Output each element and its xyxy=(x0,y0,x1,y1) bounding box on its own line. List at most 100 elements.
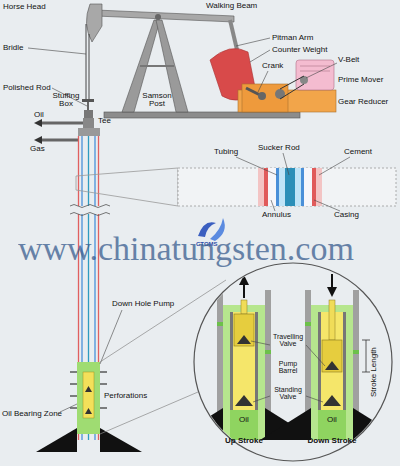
walking-beam xyxy=(96,10,234,22)
leader-line xyxy=(250,50,270,62)
leader-line xyxy=(236,157,277,175)
rock-formation xyxy=(353,408,400,440)
part-label: Pump Barrel xyxy=(270,360,306,375)
part-label: Cement xyxy=(344,148,372,156)
part-label: Stuffing Box xyxy=(48,92,84,109)
v-belt xyxy=(280,84,304,99)
part-label: Samson Post xyxy=(139,92,175,109)
motion-arrow xyxy=(331,274,333,289)
stroke-caption: Up Stroke xyxy=(214,437,274,445)
leader-line xyxy=(100,310,122,364)
v-belt xyxy=(280,76,304,89)
leader-line xyxy=(319,157,350,175)
plunger xyxy=(322,340,342,372)
motor-fin xyxy=(300,71,330,72)
flow-label: Gas xyxy=(30,145,45,153)
leader-line xyxy=(251,341,270,345)
part-label: Perforations xyxy=(104,392,147,400)
part-label: Walking Beam xyxy=(206,2,257,10)
dimension-label: Stroke Length xyxy=(370,347,378,397)
stroke-caption: Down Stroke xyxy=(302,437,362,445)
stroke-bracket xyxy=(362,340,370,341)
perforation xyxy=(70,383,77,384)
zoom-outline xyxy=(76,168,178,206)
perforation xyxy=(100,383,107,384)
up-stroke-pump xyxy=(172,275,316,440)
part-label: Casing xyxy=(334,211,359,219)
leader-line xyxy=(306,63,337,78)
part-label: Polished Rod xyxy=(3,84,51,92)
barrel-fluid xyxy=(233,312,255,410)
perforation xyxy=(305,322,311,326)
sucker-rod xyxy=(329,300,335,340)
perforation xyxy=(70,395,77,396)
leader-line xyxy=(28,48,86,54)
perforation xyxy=(100,371,107,372)
leader-line xyxy=(253,396,270,402)
down-stroke-pump xyxy=(260,274,400,440)
break-mark xyxy=(70,213,110,216)
fluid-stripe xyxy=(279,168,301,206)
perforation xyxy=(217,322,223,326)
bridle-cable xyxy=(86,24,87,100)
flow-label: Oil xyxy=(232,416,256,424)
part-label: Oil Bearing Zone xyxy=(2,410,62,418)
watermark: www.chinatungsten.com xyxy=(18,231,354,267)
motion-arrow xyxy=(327,287,337,297)
rock-formation xyxy=(36,428,77,452)
oil-zone xyxy=(318,410,346,440)
pump-barrel xyxy=(83,372,94,418)
leader-line xyxy=(306,396,323,402)
motor-fin xyxy=(300,66,330,67)
travelling-valve xyxy=(325,361,339,370)
break-mark xyxy=(70,205,110,208)
stuffing-box xyxy=(84,110,93,118)
standing-valve xyxy=(323,395,341,406)
flow-arrow xyxy=(34,136,42,144)
stroke-bracket xyxy=(366,340,367,372)
sucker-rod-stripe xyxy=(285,168,295,206)
oil-pipe xyxy=(42,122,83,125)
leader-line xyxy=(283,153,289,175)
part-label: Horse Head xyxy=(3,3,46,11)
part-label: Standing Valve xyxy=(270,386,306,401)
perforation xyxy=(265,350,271,354)
gas-pipe xyxy=(42,139,78,142)
barrel-wall xyxy=(343,312,346,410)
leader-line xyxy=(60,404,77,412)
tee xyxy=(83,118,94,128)
part-label: Crank xyxy=(262,62,283,70)
valve-symbol xyxy=(85,408,92,414)
part-label: Sucker Rod xyxy=(258,144,300,152)
annulus-fluid xyxy=(223,305,265,440)
zoom-box xyxy=(178,168,396,206)
detail-content xyxy=(172,274,400,440)
barrel-wall xyxy=(255,312,258,410)
casing-stripe xyxy=(264,168,316,206)
rock-formation xyxy=(172,408,223,440)
casing-head xyxy=(78,128,100,136)
leader-line xyxy=(236,38,270,46)
crank-pin xyxy=(258,92,266,100)
leader-line xyxy=(306,345,325,366)
part-label: Bridle xyxy=(3,44,23,52)
sucker-rod xyxy=(241,300,247,314)
carrier-bar xyxy=(82,99,94,102)
cement-stripe xyxy=(258,168,322,206)
leader-line xyxy=(271,200,275,211)
part-label: Pitman Arm xyxy=(272,34,313,42)
motion-arrow xyxy=(243,283,245,298)
part-label: Tee xyxy=(98,117,111,125)
part-label: Annulus xyxy=(262,211,291,219)
skid-base xyxy=(104,112,300,118)
zoom-line xyxy=(100,392,198,434)
perforation xyxy=(100,407,107,408)
pump-zone xyxy=(77,362,100,434)
perforation xyxy=(70,407,77,408)
part-label: Gear Reducer xyxy=(338,98,388,106)
detail-circle xyxy=(194,263,392,461)
valve-symbol xyxy=(85,386,92,392)
travelling-valve xyxy=(237,335,251,344)
part-label: V-Belt xyxy=(338,56,359,64)
